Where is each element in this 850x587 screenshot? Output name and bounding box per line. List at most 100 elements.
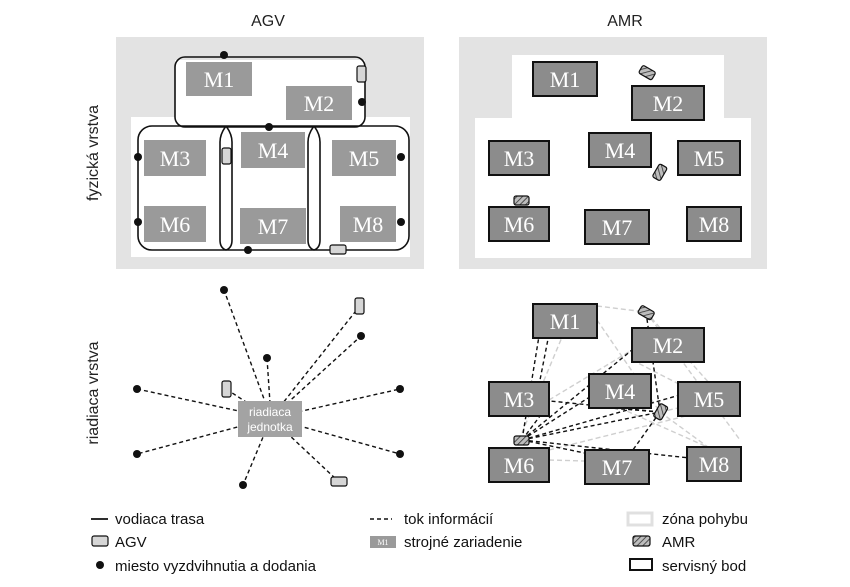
agv-machine-m7-label: M7 (258, 214, 289, 239)
legend-movement-zone-label: zóna pohybu (662, 511, 748, 528)
ctrl-amr-machine-m6 (488, 447, 550, 483)
legend-amr-label: AMR (662, 534, 696, 551)
agv-info-flow-lines (136, 289, 401, 486)
agv-title: AGV (251, 13, 285, 30)
agv-machine-m8-label: M8 (353, 212, 384, 237)
agv-machines: M1 M2 M3 M4 M5 M6 M7 M8 (144, 62, 396, 244)
ctrl-amr-machine-m2-label: M2 (653, 333, 684, 358)
agv-vehicles (221, 65, 367, 255)
agv-machine-m5-label: M5 (349, 146, 380, 171)
ctrl-amr-robot-3 (513, 435, 530, 446)
agv-machine-m4 (241, 132, 305, 168)
agv-control-pickup-points (133, 286, 404, 489)
control-unit-label-line2: jednotka (246, 420, 293, 434)
amr-control-panel: M1 M2 M3 M4 M5 M6 M7 M8 (488, 303, 742, 485)
agv-machine-m2 (286, 86, 352, 120)
agv-machine-m7 (240, 208, 306, 244)
agv-machine-m1-label: M1 (204, 67, 235, 92)
amr-machine-m4 (588, 132, 652, 168)
amr-machine-m6-label: M6 (504, 212, 535, 237)
agv-machine-m4-label: M4 (258, 138, 289, 163)
agv-machine-m8 (340, 206, 396, 242)
amr-machine-m5 (677, 140, 741, 176)
ctrl-pickup-point-4 (133, 385, 141, 393)
ctrl-pickup-point-1 (220, 286, 228, 294)
amr-physical-panel: M1 M2 M3 M4 M5 M6 M7 M8 (459, 37, 767, 269)
amr-robot-2 (652, 163, 668, 181)
control-unit (238, 401, 302, 437)
pickup-point-1 (220, 51, 228, 59)
ctrl-pickup-point-2 (357, 332, 365, 340)
agv-control-vehicles (221, 297, 365, 487)
amr-machine-m7-label: M7 (602, 215, 633, 240)
agv-machine-m6-label: M6 (160, 212, 191, 237)
ctrl-amr-machine-m7-label: M7 (602, 455, 633, 480)
agv-pickup-points (134, 51, 405, 254)
legend: vodiaca trasa AGV miesto vyzdvihnutia a … (91, 511, 748, 575)
ctrl-agv-vehicle-2 (221, 380, 232, 398)
pickup-point-6 (134, 218, 142, 226)
amr-machine-m5-label: M5 (694, 146, 725, 171)
ctrl-amr-machine-m2 (631, 327, 705, 363)
ctrl-pickup-point-8 (239, 481, 247, 489)
amr-machine-m1-label: M1 (550, 67, 581, 92)
ctrl-amr-machine-m5-label: M5 (694, 387, 725, 412)
amr-machine-m3-label: M3 (504, 146, 535, 171)
legend-service-point-label: servisný bod (662, 558, 746, 575)
ctrl-amr-machine-m4 (588, 373, 652, 409)
amr-machine-m8 (686, 206, 742, 242)
agv-machine-m3-label: M3 (160, 146, 191, 171)
legend-agv-label: AGV (115, 534, 147, 551)
agv-vehicle-1 (356, 65, 367, 83)
legend-movement-zone-swatch (626, 511, 654, 527)
ctrl-amr-machine-m1-label: M1 (550, 309, 581, 334)
pickup-point-4 (134, 153, 142, 161)
ctrl-pickup-point-7 (396, 450, 404, 458)
amr-robot-3 (513, 195, 530, 206)
ctrl-agv-vehicle-3 (330, 476, 348, 487)
ctrl-amr-machine-m8 (686, 446, 742, 482)
pickup-point-5 (397, 153, 405, 161)
agv-vehicle-3 (329, 244, 347, 255)
agv-machine-m5 (332, 140, 396, 176)
pickup-point-2 (358, 98, 366, 106)
agv-machine-m2-label: M2 (304, 91, 335, 116)
ctrl-amr-machine-m3 (488, 381, 550, 417)
agv-vehicle-2 (221, 147, 232, 165)
amr-machine-m6 (488, 206, 550, 242)
legend-machine-swatch-label: M1 (377, 538, 388, 547)
control-unit-label-line1: riadiaca (249, 405, 291, 419)
legend-machine-label: strojné zariadenie (404, 534, 522, 551)
ctrl-amr-machine-m5 (677, 381, 741, 417)
amr-control-machines: M1 M2 M3 M4 M5 M6 M7 M8 (488, 303, 742, 485)
ctrl-amr-machine-m8-label: M8 (699, 452, 730, 477)
amr-machine-m8-label: M8 (699, 212, 730, 237)
agv-control-panel: riadiaca jednotka (133, 286, 404, 489)
amr-machine-m1 (532, 61, 598, 97)
amr-robot-1 (638, 65, 656, 81)
legend-agv-swatch (91, 535, 109, 547)
agv-physical-panel: M1 M2 M3 M4 M5 M6 M7 M8 (116, 37, 424, 269)
amr-title: AMR (607, 13, 643, 30)
ctrl-pickup-point-3 (263, 354, 271, 362)
legend-guide-path-label: vodiaca trasa (115, 511, 205, 528)
ctrl-amr-machine-m4-label: M4 (605, 379, 636, 404)
physical-layer-label: fyzická vrstva (85, 105, 102, 201)
legend-machine-swatch (370, 536, 396, 548)
legend-pickup-point-swatch (96, 561, 104, 569)
pickup-point-8 (244, 246, 252, 254)
ctrl-amr-robot-1 (637, 305, 655, 321)
pickup-point-3 (265, 123, 273, 131)
ctrl-amr-machine-m7 (584, 449, 650, 485)
legend-amr-swatch (632, 535, 651, 547)
amr-control-robots (513, 305, 669, 446)
control-layer-label: riadiaca vrstva (85, 341, 102, 444)
agv-machine-m6 (144, 206, 206, 242)
amr-robots (513, 65, 668, 206)
legend-pickup-point-label: miesto vyzdvihnutia a dodania (115, 558, 317, 575)
ctrl-pickup-point-5 (396, 385, 404, 393)
ctrl-amr-machine-m3-label: M3 (504, 387, 535, 412)
agv-machine-m1 (186, 62, 252, 96)
amr-machine-m2-label: M2 (653, 91, 684, 116)
